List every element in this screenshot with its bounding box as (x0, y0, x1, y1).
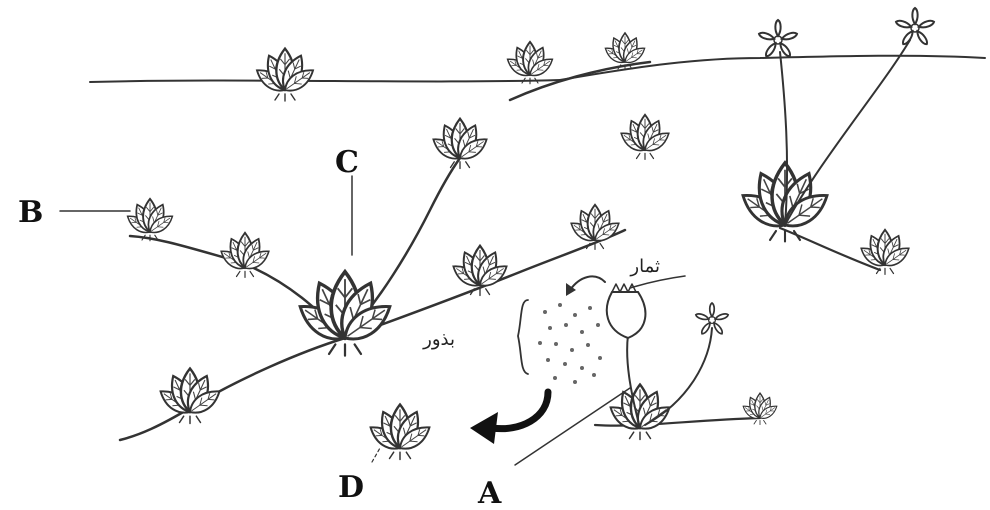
plant-rosette-small-center (618, 115, 673, 160)
seed-dots (538, 303, 602, 384)
flower-stalks (627, 40, 910, 428)
flower-top-right (895, 8, 935, 46)
label-A: A (477, 476, 502, 510)
seed-dispersal-arrow (470, 392, 548, 444)
label-fruits: ثمار (629, 256, 660, 277)
plant-rosette-upper-runner (429, 119, 490, 169)
label-C: C (335, 145, 359, 180)
label-D: D (338, 470, 364, 505)
plant-rosette-mother-C (294, 272, 397, 356)
plant-rosette-B (124, 199, 175, 241)
plant-rosette-far-right (858, 230, 913, 275)
plant-rosette-left2 (218, 233, 273, 278)
plant-rosette-top-left (253, 49, 317, 101)
fruit-to-seed-arrow (566, 276, 605, 296)
plant-rosette-D (366, 405, 433, 460)
seeds-bracket (518, 300, 528, 374)
flower-top-left (758, 20, 798, 58)
label-seeds: بذور (422, 329, 455, 350)
label-B: B (18, 195, 43, 230)
plant-rosette-bottom-left (156, 369, 223, 424)
fruit-capsule (607, 284, 646, 338)
plant-rosette-top-mid (504, 42, 555, 84)
plant-rosette-A-small (741, 393, 780, 424)
